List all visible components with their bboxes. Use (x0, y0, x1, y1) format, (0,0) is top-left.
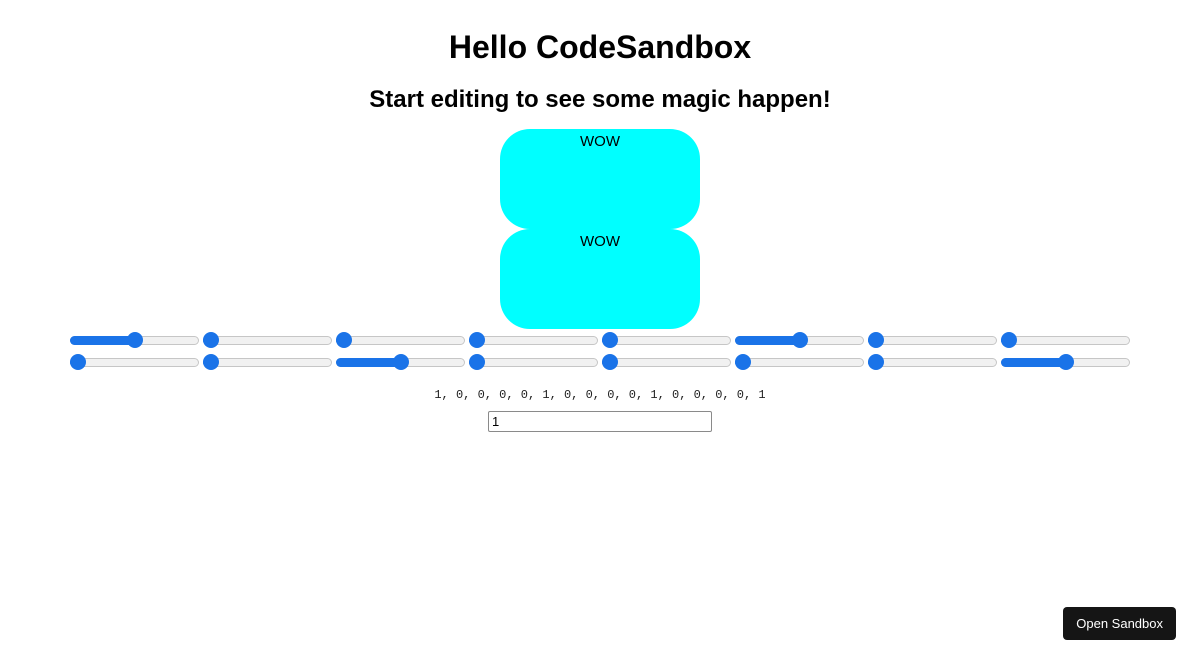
slider-thumb[interactable] (469, 354, 485, 371)
slider-track (602, 358, 731, 368)
slider-r1-c6[interactable] (735, 332, 864, 349)
slider-thumb[interactable] (868, 332, 884, 349)
slider-thumb[interactable] (735, 354, 751, 371)
slider-row-1 (0, 329, 1200, 351)
slider-r2-c5[interactable] (602, 354, 731, 371)
slider-thumb[interactable] (203, 354, 219, 371)
slider-fill (1001, 358, 1068, 368)
wow-box-2-label: WOW (580, 233, 620, 251)
slider-track (469, 358, 598, 368)
slider-track (735, 358, 864, 368)
slider-r1-c7[interactable] (868, 332, 997, 349)
slider-thumb[interactable] (791, 332, 808, 349)
wow-box-1: WOW (500, 129, 700, 230)
slider-fill (735, 336, 802, 346)
slider-rows (0, 329, 1200, 373)
slider-track (602, 336, 731, 346)
slider-thumb[interactable] (602, 332, 618, 349)
slider-thumb[interactable] (70, 354, 86, 371)
page-subtitle: Start editing to see some magic happen! (369, 85, 831, 113)
slider-r2-c6[interactable] (735, 354, 864, 371)
slider-row-2 (0, 351, 1200, 373)
slider-thumb[interactable] (392, 354, 409, 371)
slider-thumb[interactable] (126, 332, 143, 349)
slider-thumb[interactable] (1001, 332, 1017, 349)
slider-thumb[interactable] (336, 332, 352, 349)
slider-track (1001, 336, 1130, 346)
slider-r2-c8[interactable] (1001, 354, 1130, 371)
slider-r2-c3[interactable] (336, 354, 465, 371)
slider-r1-c8[interactable] (1001, 332, 1130, 349)
slider-r1-c1[interactable] (70, 332, 199, 349)
slider-thumb[interactable] (203, 332, 219, 349)
slider-thumb[interactable] (868, 354, 884, 371)
slider-r1-c4[interactable] (469, 332, 598, 349)
slider-fill (336, 358, 403, 368)
wow-box-2: WOW (500, 229, 700, 330)
slider-track (868, 358, 997, 368)
wow-box-1-label: WOW (580, 133, 620, 151)
slider-track (70, 358, 199, 368)
slider-r1-c2[interactable] (203, 332, 332, 349)
slider-r2-c7[interactable] (868, 354, 997, 371)
slider-r1-c3[interactable] (336, 332, 465, 349)
slider-track (203, 336, 332, 346)
open-sandbox-button[interactable]: Open Sandbox (1063, 607, 1176, 640)
slider-track (469, 336, 598, 346)
slider-r2-c2[interactable] (203, 354, 332, 371)
slider-track (203, 358, 332, 368)
slider-track (868, 336, 997, 346)
wow-boxes: WOW WOW (0, 129, 1200, 330)
slider-thumb[interactable] (1057, 354, 1074, 371)
slider-track (336, 336, 465, 346)
slider-values-text: 1, 0, 0, 0, 0, 1, 0, 0, 0, 0, 1, 0, 0, 0… (434, 388, 766, 403)
slider-thumb[interactable] (469, 332, 485, 349)
slider-r1-c5[interactable] (602, 332, 731, 349)
value-input[interactable] (488, 411, 712, 433)
slider-fill (70, 336, 137, 346)
slider-r2-c4[interactable] (469, 354, 598, 371)
slider-thumb[interactable] (602, 354, 618, 371)
slider-r2-c1[interactable] (70, 354, 199, 371)
page-title: Hello CodeSandbox (448, 29, 752, 65)
